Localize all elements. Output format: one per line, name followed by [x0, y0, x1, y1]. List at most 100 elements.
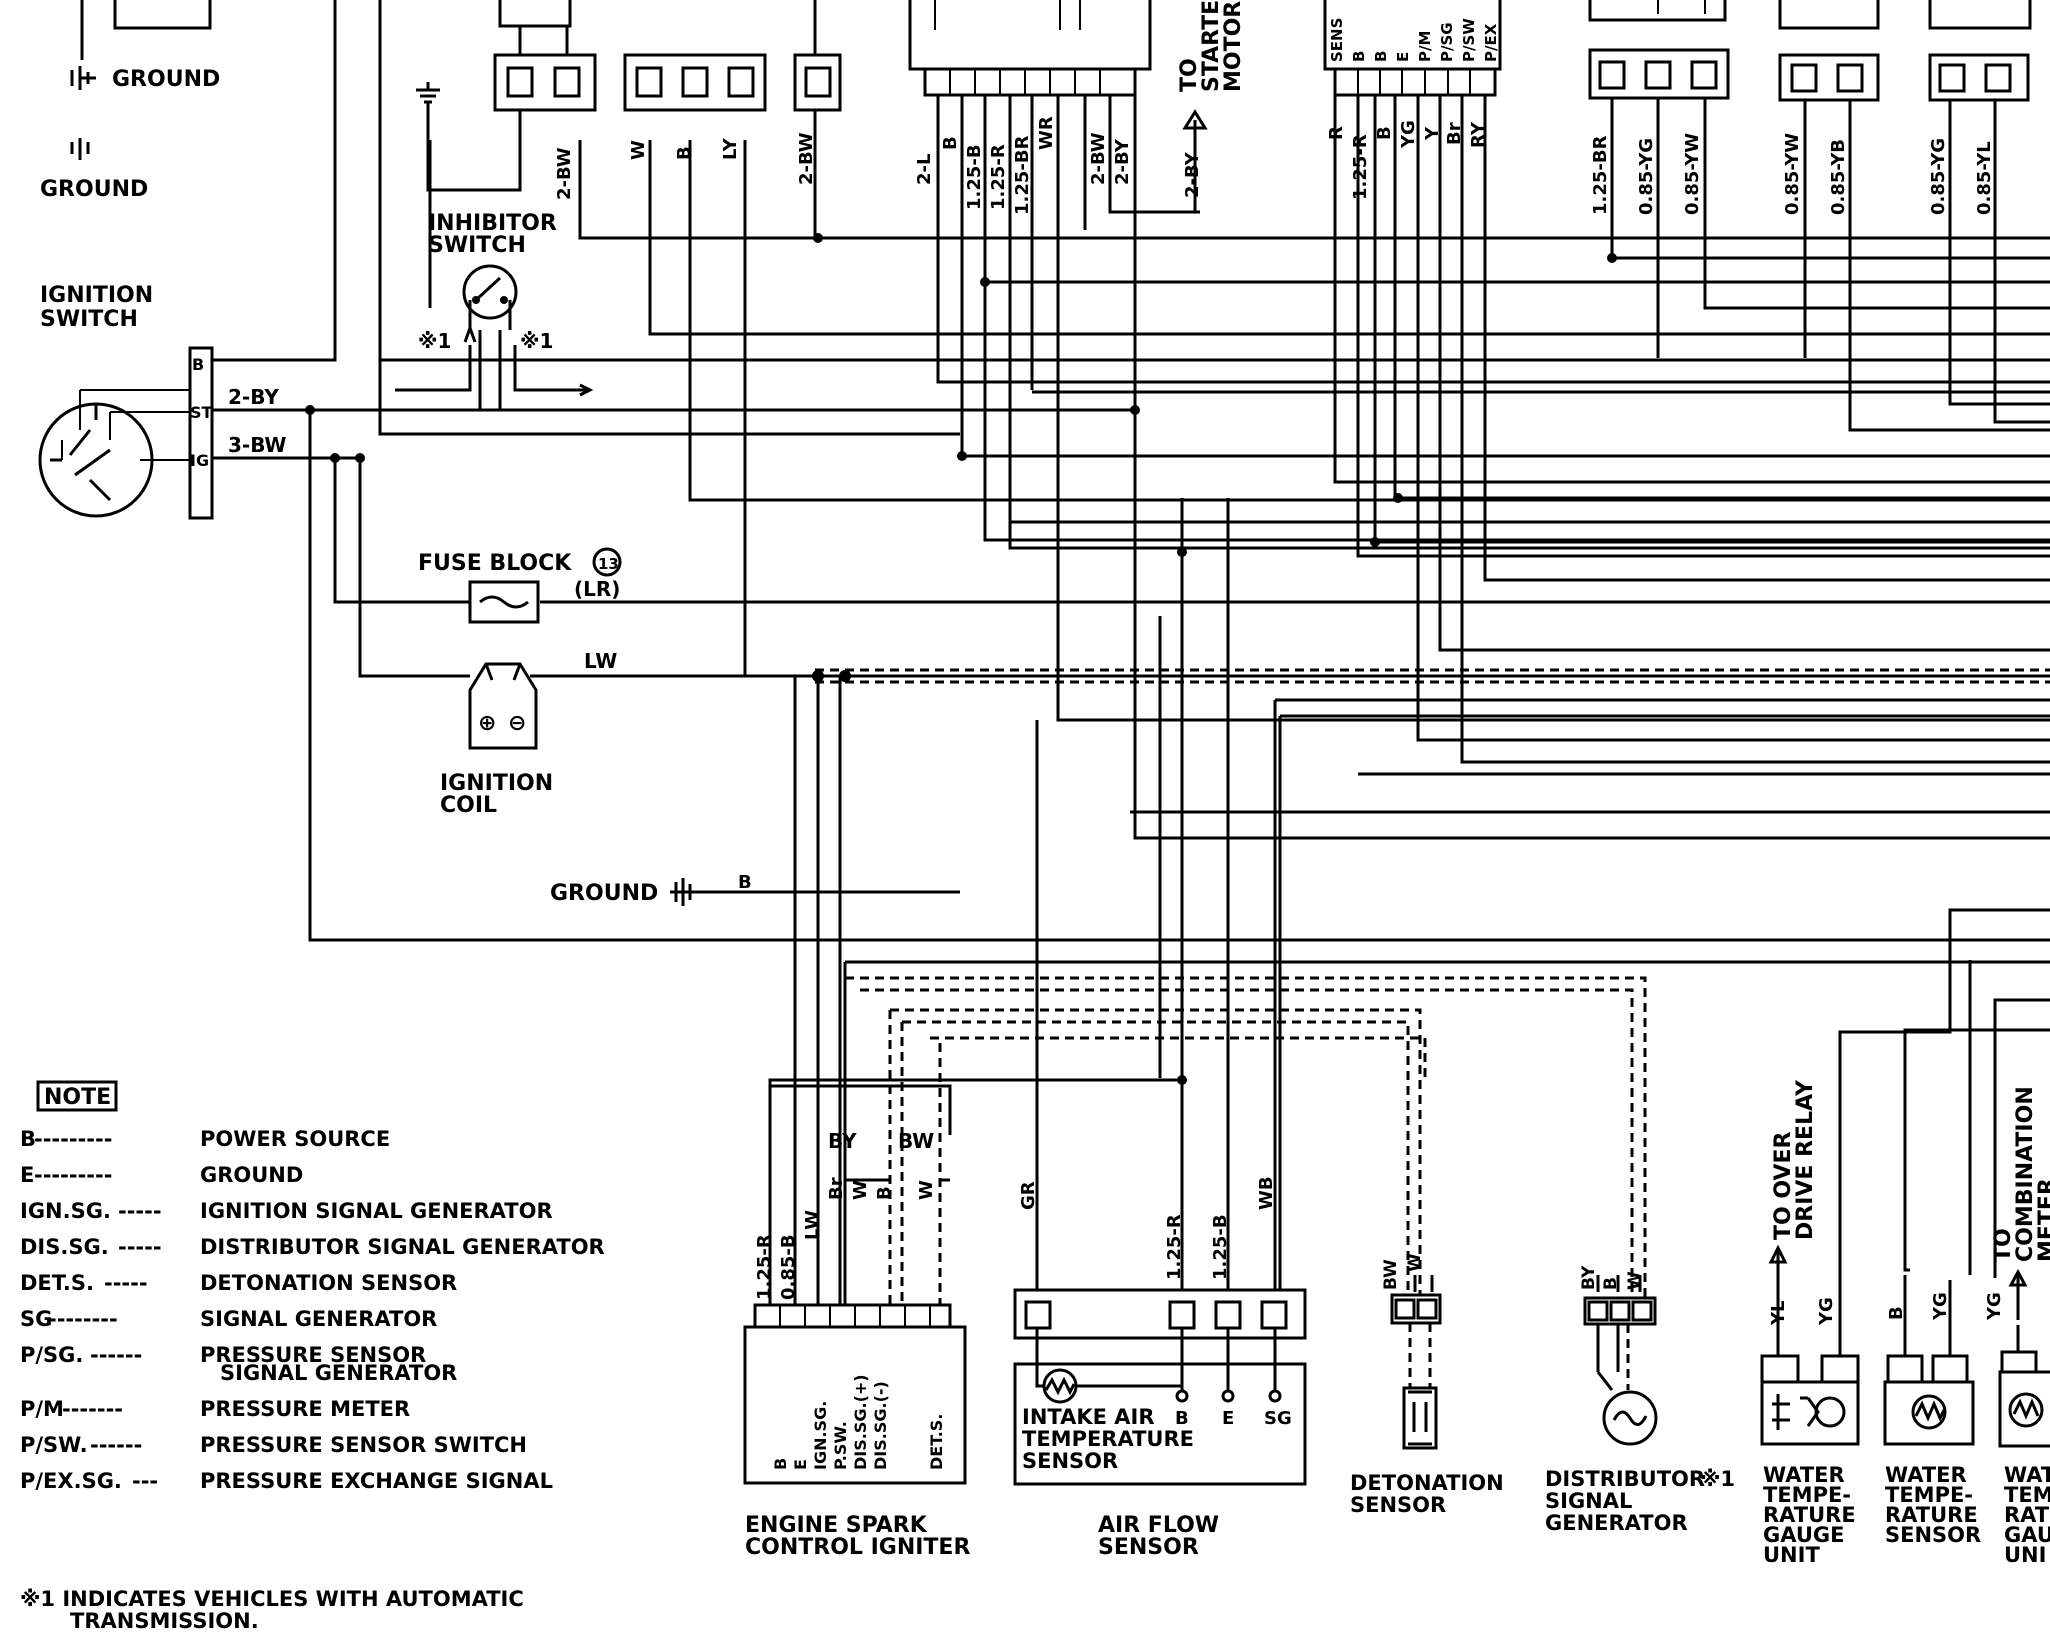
- coil-plus: ⊕: [478, 711, 496, 736]
- shielded-wiring: [815, 668, 2050, 1328]
- wire-label: WR: [1036, 116, 1057, 150]
- wire-label: R: [1326, 126, 1347, 140]
- svg-text:SENS: SENS: [1328, 18, 1346, 62]
- wire-label: 2-L: [914, 154, 935, 185]
- top-connectors: [416, 0, 2032, 192]
- ignition-switch-title-1: IGNITION: [40, 283, 153, 308]
- note-footnote-1: ※1 INDICATES VEHICLES WITH AUTOMATIC: [20, 1587, 524, 1611]
- inhibitor-mark-right: ※1: [520, 329, 553, 353]
- water-temp-labels: WATERTEMPE-RATUREGAUGEUNITWATERTEMPE-RAT…: [1763, 1463, 2050, 1567]
- temp-sensor-label-line: RATURE: [1885, 1503, 1978, 1527]
- svg-text:TO: TO: [1991, 1228, 2016, 1262]
- ignition-terminal-b: B: [192, 355, 204, 374]
- fuse-block-title: FUSE BLOCK: [418, 551, 572, 576]
- svg-text:W: W: [916, 1180, 937, 1200]
- note-desc: PRESSURE EXCHANGE SIGNAL: [200, 1469, 553, 1493]
- note-desc: PRESSURE METER: [200, 1397, 410, 1421]
- svg-text:WB: WB: [1256, 1176, 1277, 1210]
- detonation-body: [1402, 1386, 1438, 1450]
- svg-text:P.SW.: P.SW.: [831, 1421, 850, 1470]
- inhibitor-switch: INHIBITOR SWITCH ※1 ※1: [418, 211, 557, 353]
- svg-text:B: B: [1350, 51, 1368, 62]
- top-left-section: GROUND GROUND IGNITION SWITCH B ST IG 2-…: [38, 0, 337, 520]
- wire-label: 0.85-YL: [1974, 141, 1995, 215]
- svg-text:1.25-R: 1.25-R: [754, 1234, 775, 1300]
- wire-label-3bw-ig: 3-BW: [228, 433, 286, 457]
- partial-unit-label-line: TEM: [2004, 1483, 2050, 1507]
- igniter-title-1: ENGINE SPARK: [745, 1513, 928, 1538]
- svg-text:P/M: P/M: [1416, 31, 1434, 62]
- gauge-unit-label-line: RATURE: [1763, 1503, 1856, 1527]
- wire-label: B: [674, 146, 695, 160]
- detonation-title-1: DETONATION: [1350, 1471, 1504, 1495]
- svg-text:P/SW: P/SW: [1460, 18, 1478, 62]
- air-flow-pin-b: B: [1175, 1408, 1189, 1429]
- ground-wire-b: B: [738, 872, 752, 893]
- note-dash: ------: [90, 1433, 142, 1457]
- top-wire-labels: 2-BW W B LY 2-BW 2-L B 1.25-B 1.25-R 1.2…: [554, 116, 1995, 215]
- note-desc: IGNITION SIGNAL GENERATOR: [200, 1199, 553, 1223]
- svg-text:TO: TO: [1177, 58, 1202, 92]
- ignition-terminal-st: ST: [190, 403, 213, 422]
- igniter-pin-labels: B E IGN.SG. P.SW. DIS.SG.(+) DIS.SG.(-) …: [771, 1374, 946, 1470]
- note-rows: B---------POWER SOURCEE---------GROUNDIG…: [20, 1127, 605, 1493]
- fuse-wire-label: (LR): [574, 577, 620, 601]
- ignition-switch-title-2: SWITCH: [40, 307, 138, 332]
- air-flow-connector: [1013, 1288, 1307, 1340]
- svg-text:Br: Br: [826, 1177, 847, 1200]
- wire-label: Br: [1444, 122, 1465, 145]
- inhibitor-mark-left: ※1: [418, 329, 451, 353]
- wire-label: 0.85-YG: [1928, 138, 1949, 215]
- svg-text:1.25-R: 1.25-R: [1164, 1214, 1185, 1280]
- wire-label: 1.25-R: [1350, 134, 1371, 200]
- temp-sensor-label-line: WATER: [1885, 1463, 1967, 1487]
- partial-unit-label-line: UNI: [2004, 1543, 2046, 1567]
- ignition-switch-connector: [188, 346, 214, 520]
- note-desc: DETONATION SENSOR: [200, 1271, 457, 1295]
- ground-label-1: GROUND: [112, 67, 220, 92]
- svg-text:W: W: [850, 1180, 871, 1200]
- ground-label-2: GROUND: [40, 177, 148, 202]
- water-temperature-sensor: B YG: [1883, 1275, 1975, 1446]
- note-dash: -------: [62, 1397, 123, 1421]
- ignition-switch-leads: [61, 389, 190, 461]
- air-flow-pin-sg: SG: [1264, 1408, 1292, 1429]
- note-dash: ---------: [34, 1127, 112, 1151]
- svg-text:YG: YG: [1984, 1292, 2005, 1321]
- air-flow-sensor: B E SG INTAKE AIR TEMPERATURE SENSOR AIR…: [1013, 1288, 1307, 1560]
- note-dash: -----: [118, 1235, 162, 1259]
- igniter-connector: [753, 1303, 952, 1329]
- wire-label: 2-BY: [1112, 138, 1133, 185]
- svg-text:DRIVE RELAY: DRIVE RELAY: [1793, 1079, 1818, 1240]
- wire-label: YG: [1398, 120, 1419, 149]
- ignition-b-wire: [212, 0, 337, 362]
- note-abbr: DET.S.: [20, 1271, 94, 1295]
- intake-title-1: INTAKE AIR: [1022, 1405, 1155, 1429]
- wire-label: 2-BW: [554, 147, 575, 200]
- note-dash: -----: [118, 1199, 162, 1223]
- svg-text:0.85-B: 0.85-B: [778, 1234, 799, 1300]
- igniter-title-2: CONTROL IGNITER: [745, 1535, 970, 1560]
- wire-label: 1.25-BR: [1590, 135, 1611, 215]
- fuse-block: FUSE BLOCK 13 (LR): [418, 547, 622, 624]
- junction-dots: [305, 233, 1617, 1085]
- svg-text:YG: YG: [1930, 1292, 1951, 1321]
- note-legend: NOTE: [36, 1080, 118, 1112]
- svg-text:E: E: [791, 1459, 810, 1470]
- wire-label: Y: [1422, 126, 1443, 141]
- coil-title-1: IGNITION: [440, 771, 553, 796]
- wire-label: 0.85-YW: [1782, 133, 1803, 215]
- svg-text:METER: METER: [2035, 1178, 2050, 1262]
- note-title-box: [36, 1080, 118, 1112]
- note-dash: --------: [48, 1307, 118, 1331]
- igniter-bracket-right: BW: [898, 1129, 934, 1153]
- note-desc: POWER SOURCE: [200, 1127, 390, 1151]
- gauge-unit-label-line: UNIT: [1763, 1543, 1820, 1567]
- coil-minus: ⊖: [508, 711, 526, 736]
- wire-label: B: [940, 136, 961, 150]
- wire-label: 2-BW: [1088, 132, 1109, 185]
- air-flow-title-2: SENSOR: [1098, 1535, 1199, 1560]
- ground-symbol-2: [70, 138, 90, 160]
- inhibitor-title-2: SWITCH: [428, 233, 526, 258]
